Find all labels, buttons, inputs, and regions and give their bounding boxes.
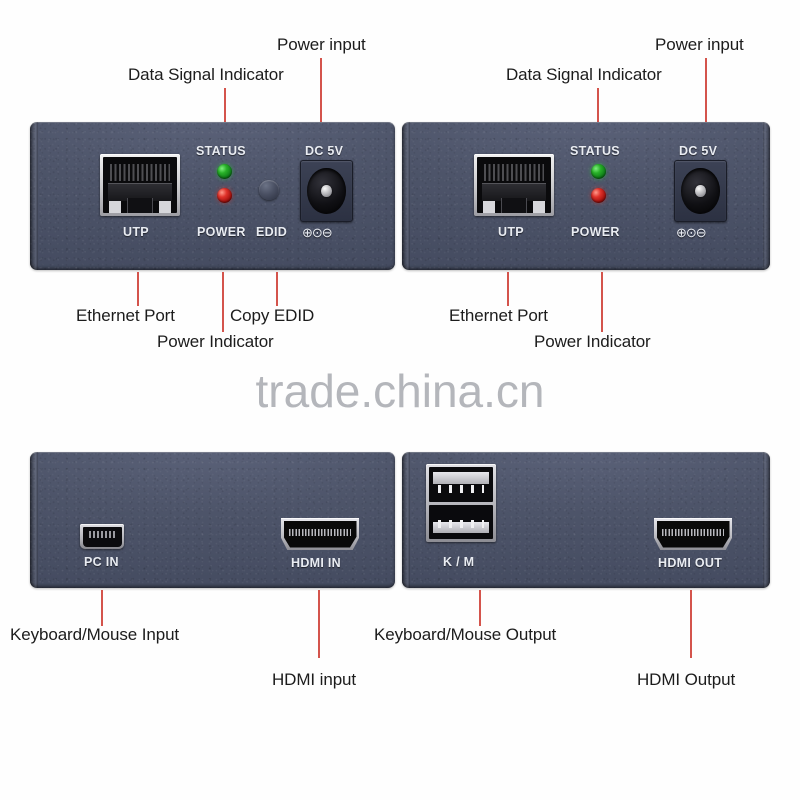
dc-jack-barrel (307, 168, 346, 214)
silkscreen-dc5v-rx: DC 5V (679, 144, 718, 158)
annotation-keyboard-mouse-output: Keyboard/Mouse Output (374, 625, 557, 644)
rj45-latch-slot (501, 198, 527, 213)
hdmi-cavity (656, 520, 730, 548)
leader-line-copy-edid (276, 272, 278, 306)
mini-usb-cavity (82, 526, 122, 547)
status-led-green-rx (591, 164, 606, 179)
dc-power-jack-rx[interactable] (674, 160, 727, 222)
silkscreen-hdmi-in: HDMI IN (291, 556, 342, 570)
panel-left-bezel (30, 452, 38, 588)
rj45-latch-slot (127, 198, 153, 213)
rj45-pins (110, 163, 170, 181)
rj45-cavity (477, 157, 551, 213)
annotation-keyboard-mouse-input: Keyboard/Mouse Input (10, 625, 180, 644)
hdmi-out-port[interactable] (654, 518, 732, 550)
rj45-foot-left (482, 200, 495, 213)
transmitter-front-panel: UTP STATUS POWER EDID DC 5V ⊕⊙⊖ (30, 122, 395, 270)
silkscreen-utp-rx: UTP (498, 225, 524, 239)
hdmi-in-port[interactable] (281, 518, 359, 550)
dc-polarity-symbol-tx: ⊕⊙⊖ (302, 225, 333, 240)
km-usb-dual-port[interactable] (426, 464, 496, 542)
panel-left-bezel (402, 122, 410, 270)
hdmi-cavity (283, 520, 357, 548)
silkscreen-km: K / M (443, 555, 475, 569)
leader-line-hdmi-output (690, 590, 692, 658)
dc-polarity-symbol-rx: ⊕⊙⊖ (676, 225, 707, 240)
annotation-data-signal-indicator-rx: Data Signal Indicator (506, 65, 662, 84)
usb-port-lower[interactable] (429, 504, 493, 539)
silkscreen-power-rx: POWER (571, 225, 620, 239)
rj45-body (482, 182, 546, 201)
panel-left-bezel (30, 122, 38, 270)
silkscreen-utp-tx: UTP (123, 225, 149, 239)
silkscreen-hdmi-out: HDMI OUT (658, 556, 723, 570)
silkscreen-edid: EDID (256, 225, 288, 239)
edid-copy-button[interactable] (259, 180, 279, 200)
annotation-power-input-tx: Power input (277, 35, 366, 54)
leader-line-data-signal-indicator-tx (224, 88, 226, 136)
silkscreen-status-tx: STATUS (196, 144, 246, 158)
leader-line-keyboard-mouse-output (479, 590, 481, 626)
usb-port-upper[interactable] (429, 467, 493, 502)
dc-power-jack-tx[interactable] (300, 160, 353, 222)
utp-rj45-port-rx[interactable] (474, 154, 554, 216)
utp-rj45-port[interactable] (100, 154, 180, 216)
annotation-ethernet-port-tx: Ethernet Port (76, 306, 175, 325)
leader-line-ethernet-port-tx (137, 272, 139, 306)
rj45-body (108, 182, 172, 201)
leader-line-data-signal-indicator-rx (597, 88, 599, 136)
usb-contacts-lower (437, 520, 485, 528)
annotation-power-indicator-rx: Power Indicator (534, 332, 651, 351)
silkscreen-pc-in: PC IN (84, 555, 119, 569)
transmitter-rear-panel: PC IN HDMI IN (30, 452, 395, 588)
annotation-hdmi-output: HDMI Output (637, 670, 736, 689)
receiver-rear-panel: K / M HDMI OUT (402, 452, 770, 588)
panel-right-bezel (763, 452, 770, 588)
leader-line-ethernet-port-rx (507, 272, 509, 306)
annotation-power-input-rx: Power input (655, 35, 744, 54)
receiver-front-panel: UTP STATUS POWER DC 5V ⊕⊙⊖ (402, 122, 770, 270)
annotation-copy-edid: Copy EDID (230, 306, 315, 325)
usb-tongue-upper (432, 471, 490, 484)
panel-right-bezel (763, 122, 770, 270)
annotation-data-signal-indicator-tx: Data Signal Indicator (128, 65, 284, 84)
watermark-trade-china-cn: trade.china.cn (255, 365, 545, 417)
annotation-ethernet-port-rx: Ethernet Port (449, 306, 548, 325)
silkscreen-dc5v-tx: DC 5V (305, 144, 344, 158)
annotation-hdmi-input: HDMI input (272, 670, 357, 689)
dc-jack-center-pin (321, 184, 332, 198)
rj45-pins (484, 163, 544, 181)
leader-line-power-indicator-tx (222, 272, 224, 332)
silkscreen-status-rx: STATUS (570, 144, 620, 158)
leader-line-power-input-rx (705, 58, 707, 136)
power-led-red-tx (217, 188, 232, 203)
leader-line-power-indicator-rx (601, 272, 603, 332)
usb-contacts-upper (437, 484, 485, 493)
leader-line-hdmi-input (318, 590, 320, 658)
rj45-foot-left (108, 200, 121, 213)
annotation-power-indicator-tx: Power Indicator (157, 332, 274, 351)
leader-line-keyboard-mouse-input (101, 590, 103, 626)
panel-left-bezel (402, 452, 410, 588)
dc-jack-center-pin (695, 184, 706, 198)
leader-line-power-input-tx (320, 58, 322, 136)
power-led-red-rx (591, 188, 606, 203)
dc-jack-barrel (681, 168, 720, 214)
rj45-foot-right (159, 200, 172, 213)
rj45-cavity (103, 157, 177, 213)
rj45-foot-right (533, 200, 546, 213)
pc-in-mini-usb-port[interactable] (80, 524, 124, 549)
silkscreen-power-tx: POWER (197, 225, 246, 239)
status-led-green-tx (217, 164, 232, 179)
